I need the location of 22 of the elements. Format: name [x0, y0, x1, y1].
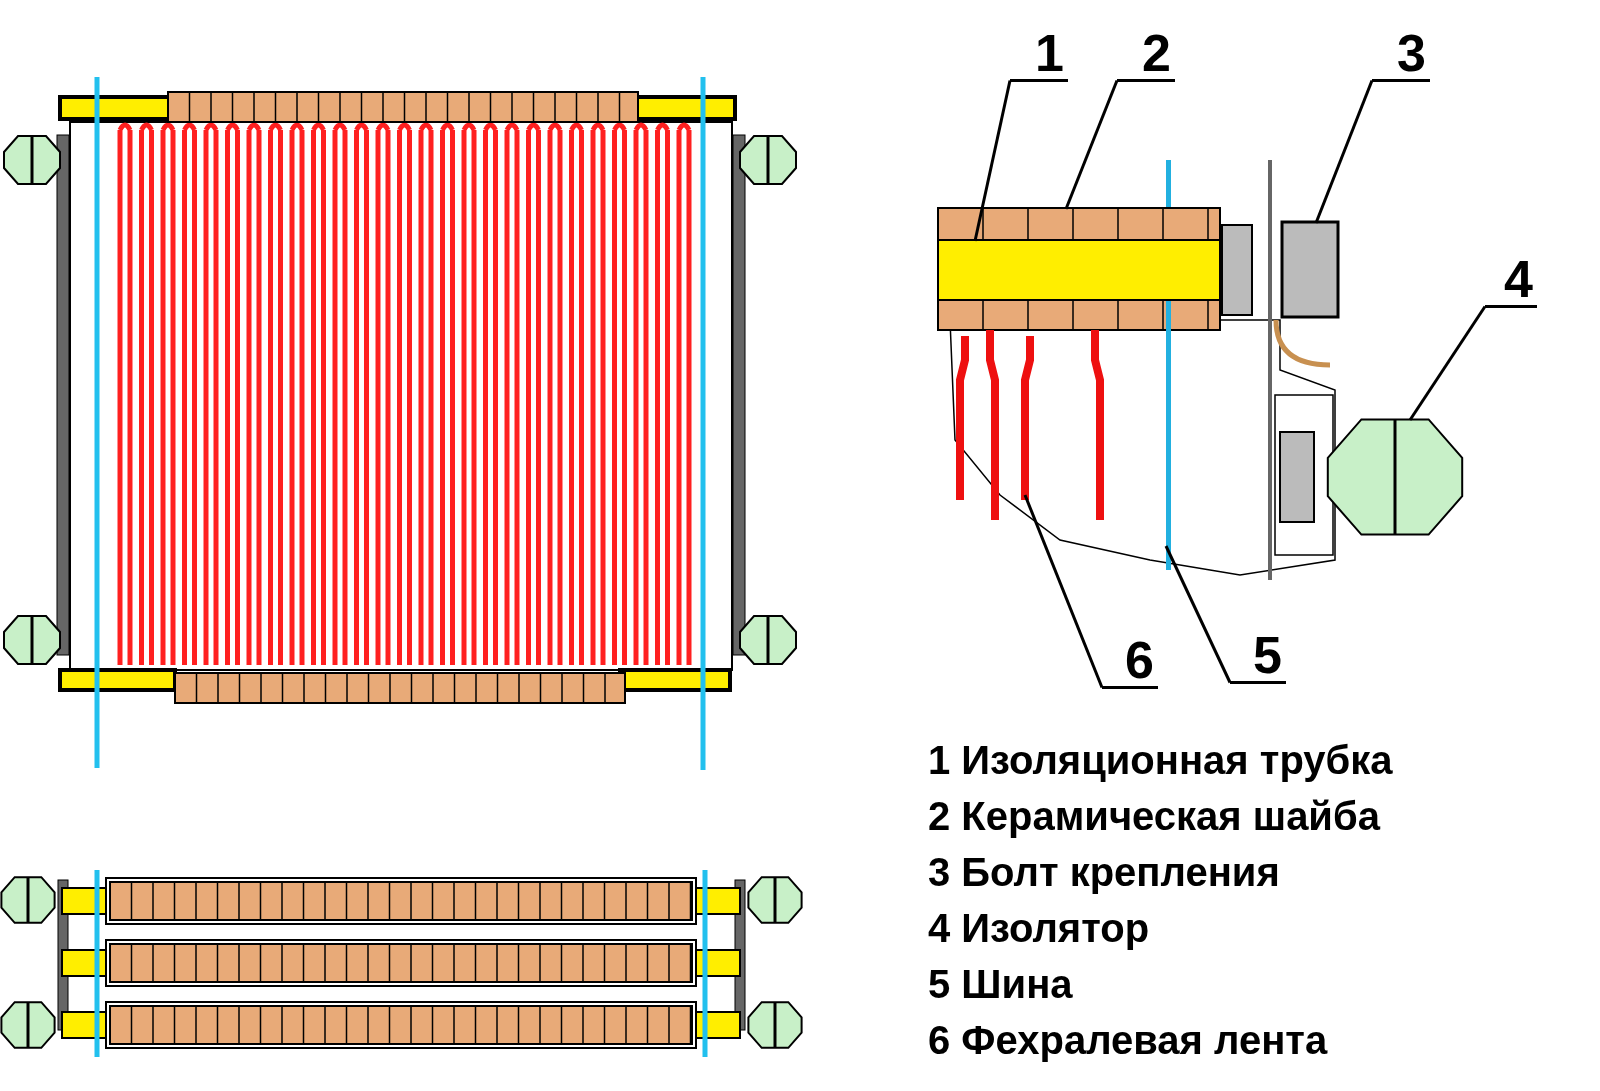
- callout-number: 6: [1102, 627, 1158, 689]
- key-text: 1 Изоляционная трубка: [928, 740, 1393, 780]
- key-text: 3 Болт крепления: [928, 852, 1280, 892]
- bolt: [1280, 220, 1340, 319]
- leader-line: [1408, 305, 1487, 421]
- callout-number: 5: [1230, 622, 1286, 684]
- ceramic-washer: [937, 207, 1221, 241]
- leader-line: [1164, 545, 1232, 684]
- key-text: 4 Изолятор: [928, 908, 1150, 948]
- key-text: 5 Шина: [928, 964, 1073, 1004]
- leader-line: [973, 80, 1012, 242]
- key-text: 2 Керамическая шайба: [928, 796, 1380, 836]
- insulating-tube: [937, 239, 1221, 301]
- insulator: [1326, 418, 1464, 536]
- callout-number: 3: [1372, 22, 1430, 82]
- leader-line: [1314, 79, 1374, 224]
- leader-line: [1064, 79, 1119, 210]
- callout-number: 2: [1117, 22, 1175, 82]
- callout-number: 1: [1010, 22, 1068, 82]
- leader-line: [1023, 494, 1104, 689]
- callout-number: 4: [1485, 250, 1537, 308]
- key-text: 6 Фехралевая лента: [928, 1020, 1328, 1060]
